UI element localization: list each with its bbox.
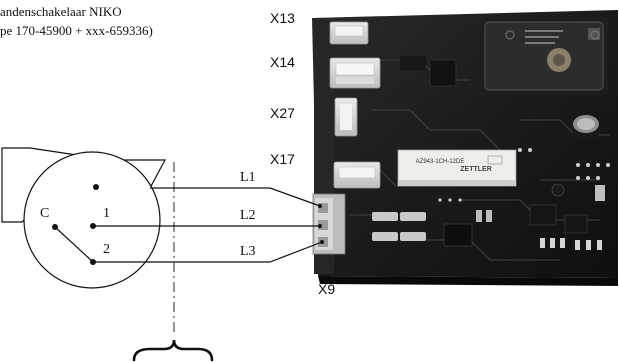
relay-model: AZ943-1CH-12DE bbox=[416, 159, 465, 165]
header-x17 bbox=[333, 161, 381, 189]
wire-l1 bbox=[150, 187, 321, 207]
caption-line-1: andenschakelaar NIKO bbox=[0, 4, 122, 19]
terminal-x9 bbox=[312, 193, 346, 255]
wire-l3 bbox=[93, 241, 323, 263]
capacitor bbox=[572, 115, 600, 141]
label-l1: L1 bbox=[240, 170, 256, 185]
transformer bbox=[480, 18, 608, 94]
relay-brand: ZETTLER bbox=[460, 166, 492, 173]
label-x17: X17 bbox=[270, 151, 295, 167]
curly-brace bbox=[132, 339, 214, 362]
header-x13 bbox=[329, 21, 369, 45]
caption-line-2: pe 170-45900 + xxx-659336) bbox=[0, 23, 153, 38]
switch-lever bbox=[54, 226, 94, 263]
label-x13: X13 bbox=[270, 10, 295, 26]
label-l3: L3 bbox=[240, 244, 256, 259]
label-x14: X14 bbox=[270, 54, 295, 70]
label-x27: X27 bbox=[270, 105, 295, 121]
label-x9: X9 bbox=[318, 281, 335, 297]
contact-top bbox=[93, 184, 99, 190]
label-l2: L2 bbox=[240, 208, 256, 223]
ic-square bbox=[429, 59, 457, 87]
label-pos2: 2 bbox=[103, 242, 110, 257]
label-common: C bbox=[40, 206, 49, 221]
switch-circle bbox=[23, 151, 161, 289]
header-x27 bbox=[334, 97, 358, 137]
relay: AZ943-1CH-12DE ZETTLER bbox=[397, 149, 517, 187]
switch-schematic: C 1 2 L1 L2 L3 bbox=[1, 147, 324, 336]
smd-components bbox=[372, 148, 610, 250]
pcb-photo: AZ943-1CH-12DE ZETTLER bbox=[312, 10, 618, 286]
label-pos1: 1 bbox=[103, 206, 110, 221]
header-x14 bbox=[329, 57, 381, 89]
